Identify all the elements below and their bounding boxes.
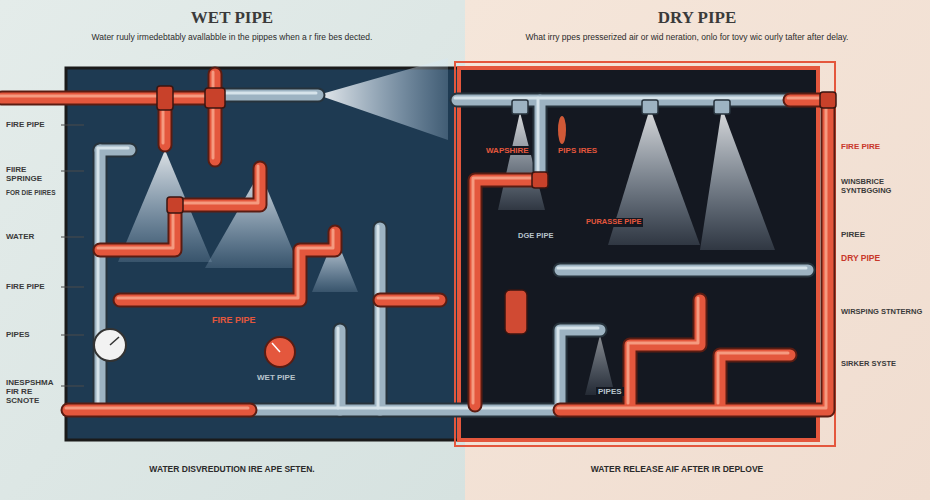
fittings <box>94 86 836 367</box>
panel-title: DRY PIPE <box>547 8 847 28</box>
part-label: PURASSE PIPE <box>584 218 643 227</box>
part-label: FIRE PIPE <box>6 120 58 129</box>
panel-region: WET PIPE Water ruuly irmedebtably avallab… <box>0 0 465 500</box>
part-label: DRY PIPE <box>841 254 925 264</box>
part-label: FIRE PIPE <box>6 282 58 291</box>
part-label: PIPES <box>6 330 58 339</box>
panel-caption: WATER DISVREDUTION IRE APE SFTEN. <box>82 464 382 474</box>
part-label: DGE PIPE <box>516 232 555 241</box>
part-label: WATER <box>6 232 58 241</box>
leader-lines <box>61 125 84 386</box>
panel-region: DRY PIPE What irry ppes presserized air o… <box>465 0 930 500</box>
panel-subtitle: Water ruuly irmedebtably avallabble in t… <box>72 32 392 42</box>
part-label: WINSBRICE SYNTBGGING <box>841 178 925 195</box>
part-label: WIRSPING STNTERNG <box>841 308 925 317</box>
part-label: FOR DIE PIIRES <box>6 189 58 196</box>
part-label: INESPSHMA FIR RE SCNOTE <box>6 378 58 406</box>
part-label: WAPSHIRE <box>484 146 531 155</box>
part-label: PIPS IRES <box>556 146 599 155</box>
part-label: FIRE PIPE <box>210 315 258 325</box>
part-label: WET PIPE <box>255 373 297 382</box>
part-label: PIPES <box>596 387 624 396</box>
part-label: PIREE <box>841 230 925 239</box>
pipes <box>0 72 828 410</box>
part-label: FIIRE SPRINGE <box>6 165 58 183</box>
panel-caption: WATER RELEASE AIF AFTER IR DEPLOVE <box>527 464 827 474</box>
part-label: SIRKER SYSTE <box>841 360 925 369</box>
panel-title: WET PIPE <box>82 8 382 28</box>
part-label: FIRE PIRE <box>841 142 925 151</box>
panel-subtitle: What irry ppes presserized air or wid ne… <box>517 32 857 42</box>
